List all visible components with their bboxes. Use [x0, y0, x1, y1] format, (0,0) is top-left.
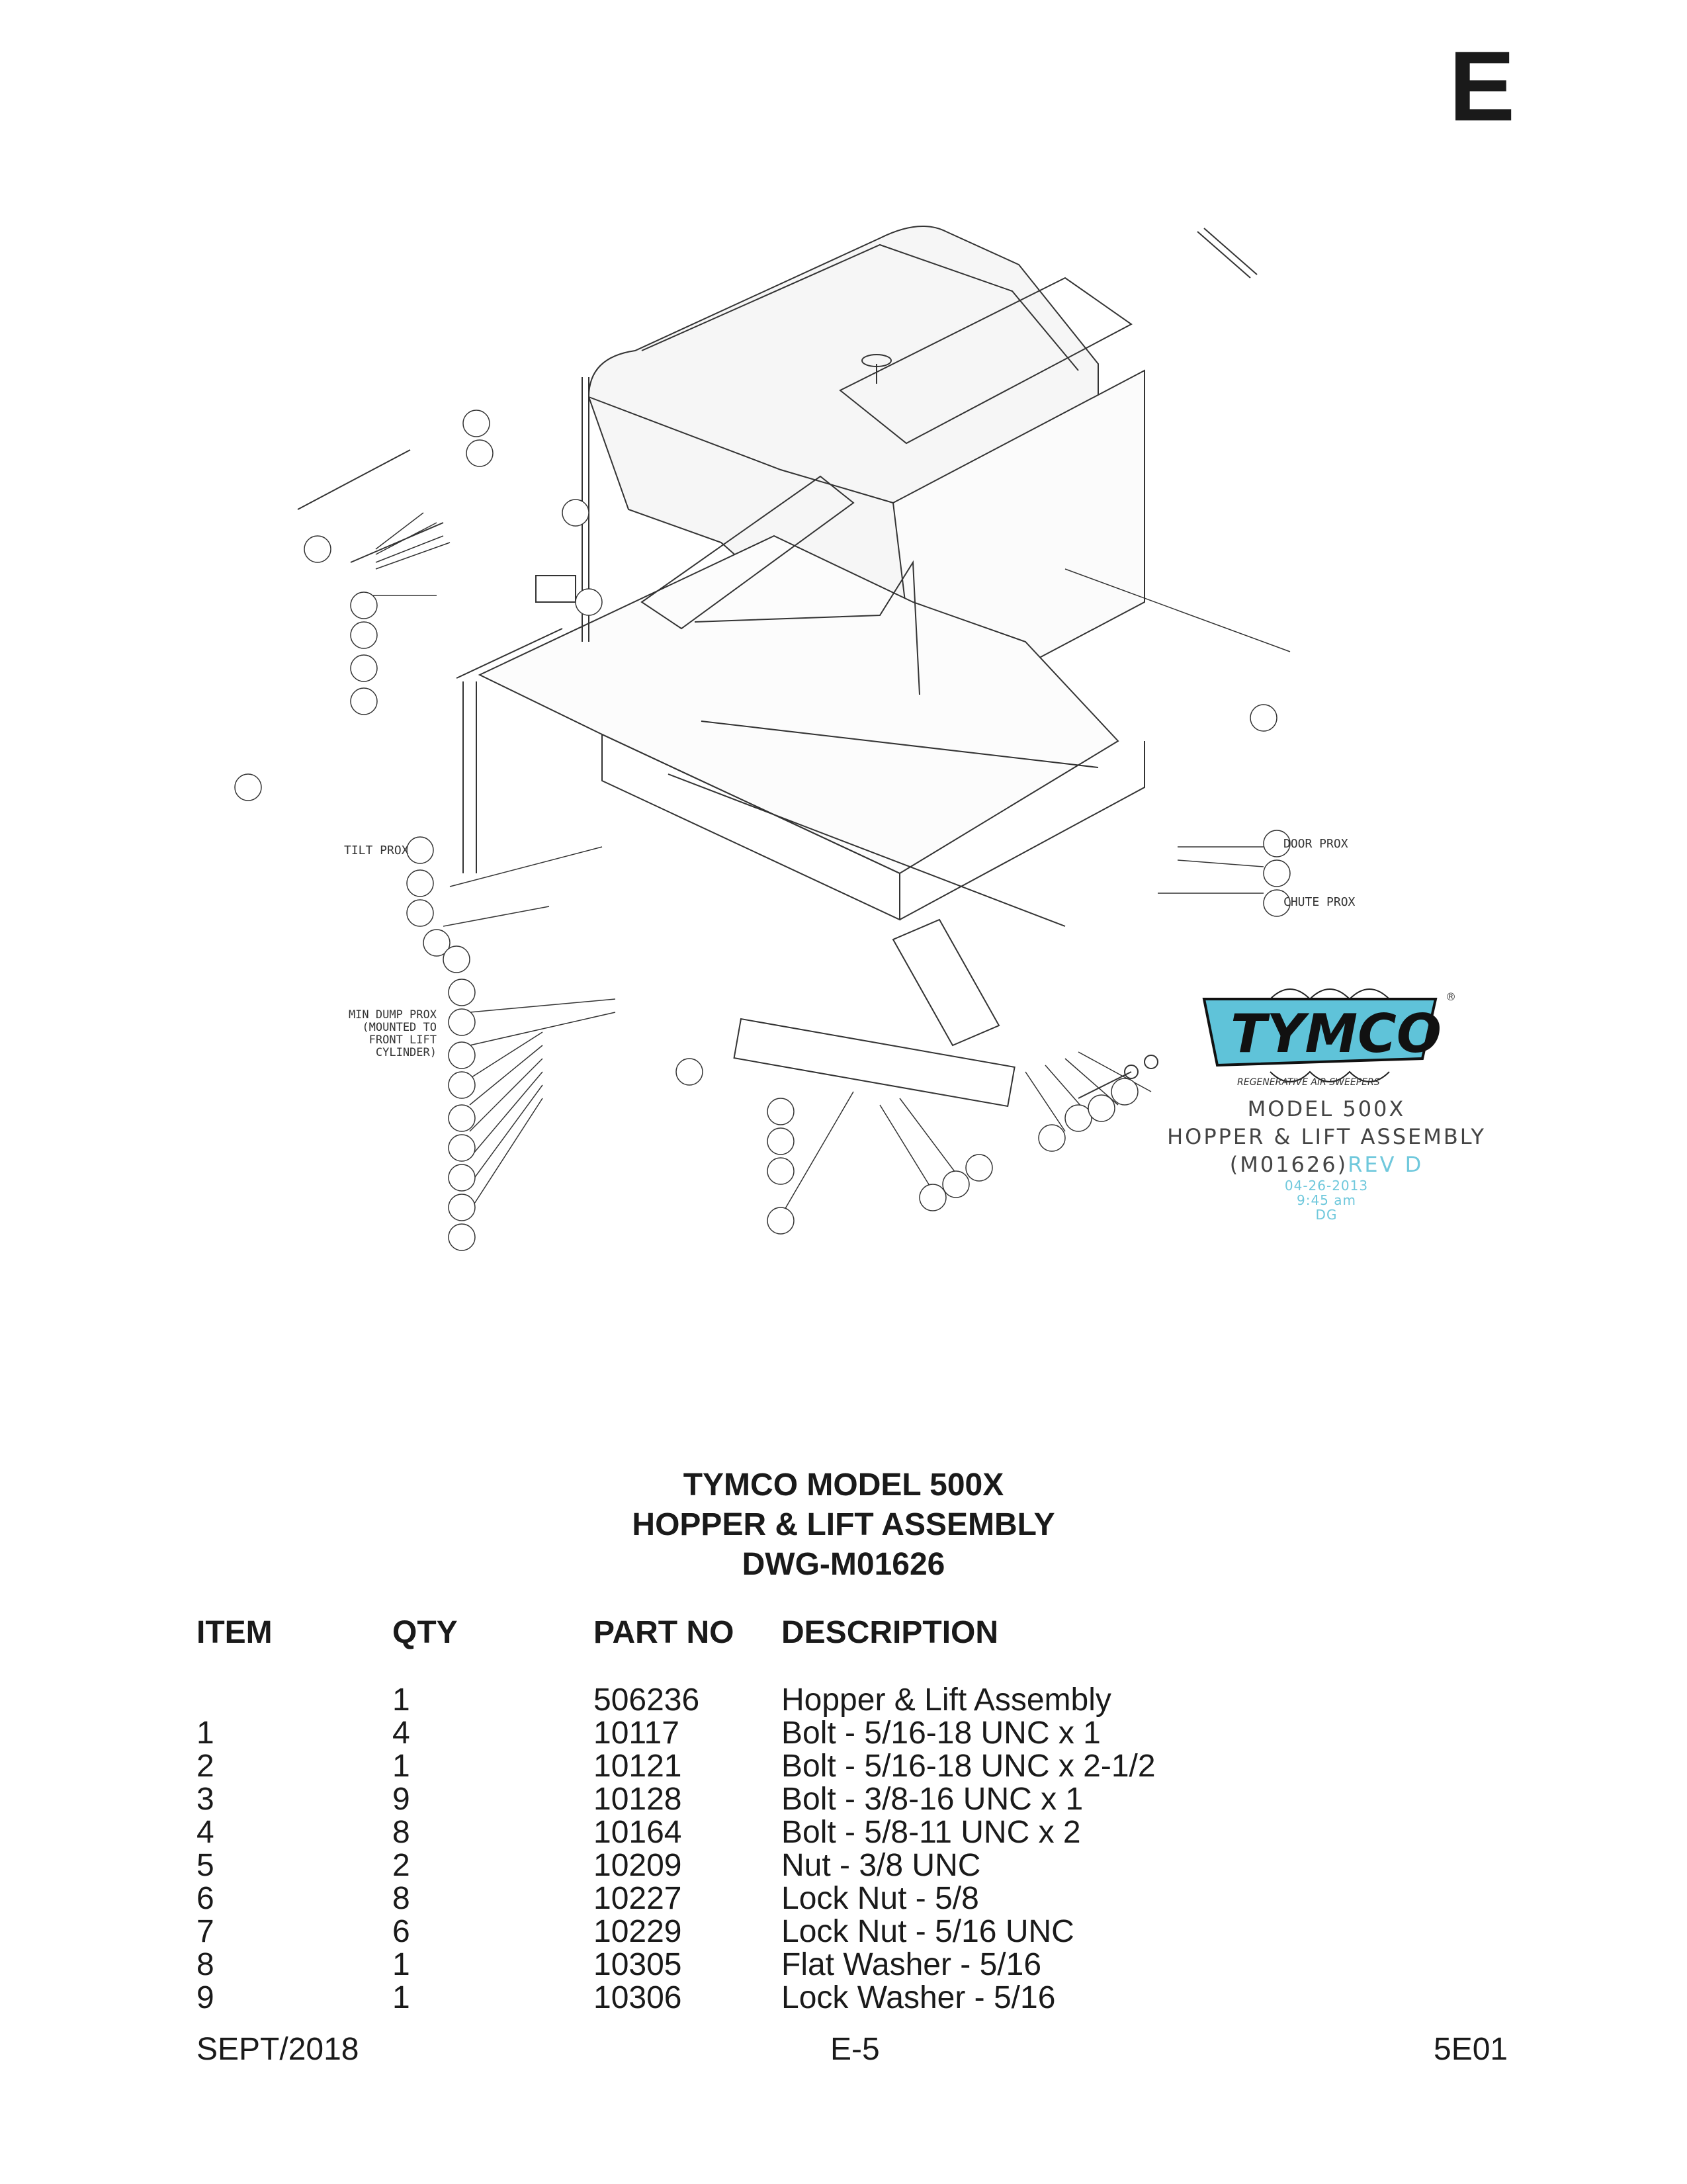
cell-part-no: 506236 [593, 1682, 700, 1718]
cell-qty: 2 [392, 1848, 410, 1883]
cell-item: 9 [196, 1980, 214, 2015]
footer-date: SEPT/2018 [196, 2032, 359, 2067]
drawing-rev: REV D [1348, 1152, 1424, 1177]
tilt-prox-label: TILT PROX [344, 844, 409, 857]
drawing-time: 9:45 am [1296, 1192, 1356, 1208]
section-letter: E [1449, 30, 1516, 142]
cell-item: 8 [196, 1947, 214, 1982]
exploded-assembly-drawing [234, 226, 1291, 1251]
tymco-logo: TYMCO ® REGENERATIVE AIR SWEEPERS [1191, 979, 1456, 1098]
cell-description: Lock Washer - 5/16 [781, 1980, 1056, 2015]
drawing-initials: DG [1315, 1207, 1338, 1223]
cell-description: Hopper & Lift Assembly [781, 1682, 1111, 1718]
cell-qty: 1 [392, 1947, 410, 1982]
cell-qty: 1 [392, 1980, 410, 2015]
cell-qty: 1 [392, 1749, 410, 1784]
cell-description: Flat Washer - 5/16 [781, 1947, 1042, 1982]
cell-description: Bolt - 5/8-11 UNC x 2 [781, 1815, 1081, 1850]
footer-code: 5E01 [1434, 2032, 1508, 2067]
cell-item: 7 [196, 1914, 214, 1949]
header-description: DESCRIPTION [781, 1615, 999, 1650]
title-line-1: TYMCO MODEL 500X [683, 1467, 1004, 1503]
cell-qty: 8 [392, 1815, 410, 1850]
table-row: 7 6 10229 Lock Nut - 5/16 UNC [0, 1913, 1687, 1949]
cell-item: 6 [196, 1881, 214, 1916]
cell-item: 1 [196, 1716, 214, 1751]
header-part-no: PART NO [593, 1615, 734, 1650]
registered-mark: ® [1446, 990, 1455, 1003]
table-row: 2 1 10121 Bolt - 5/16-18 UNC x 2-1/2 [0, 1748, 1687, 1784]
cell-part-no: 10117 [593, 1716, 679, 1751]
cell-qty: 1 [392, 1682, 410, 1718]
title-line-3: DWG-M01626 [742, 1547, 945, 1582]
chute-prox-label: CHUTE PROX [1283, 895, 1356, 909]
cell-description: Bolt - 3/8-16 UNC x 1 [781, 1782, 1084, 1817]
cell-item: 2 [196, 1749, 214, 1784]
cell-item: 4 [196, 1815, 214, 1850]
header-item: ITEM [196, 1615, 273, 1650]
cell-part-no: 10209 [593, 1848, 682, 1883]
table-row: 6 8 10227 Lock Nut - 5/8 [0, 1880, 1687, 1916]
cell-qty: 6 [392, 1914, 410, 1949]
drawing-date: 04-26-2013 [1284, 1178, 1369, 1194]
cell-qty: 8 [392, 1881, 410, 1916]
drawing-assembly: HOPPER & LIFT ASSEMBLY [1167, 1124, 1486, 1149]
cell-part-no: 10229 [593, 1914, 682, 1949]
page-title: TYMCO MODEL 500X HOPPER & LIFT ASSEMBLY … [0, 1465, 1687, 1585]
table-row: 5 2 10209 Nut - 3/8 UNC [0, 1847, 1687, 1883]
logo-tagline: REGENERATIVE AIR SWEEPERS [1237, 1077, 1380, 1088]
cell-qty: 4 [392, 1716, 410, 1751]
table-row: 3 9 10128 Bolt - 3/8-16 UNC x 1 [0, 1781, 1687, 1817]
drawing-dwg: (M01626) [1229, 1152, 1348, 1177]
cell-description: Bolt - 5/16-18 UNC x 1 [781, 1716, 1101, 1751]
cell-part-no: 10121 [593, 1749, 682, 1784]
drawing-model: MODEL 500X [1247, 1096, 1406, 1121]
cell-description: Lock Nut - 5/8 [781, 1881, 979, 1916]
cell-part-no: 10306 [593, 1980, 682, 2015]
table-row: 1 4 10117 Bolt - 5/16-18 UNC x 1 [0, 1715, 1687, 1751]
cell-description: Nut - 3/8 UNC [781, 1848, 981, 1883]
table-row: 8 1 10305 Flat Washer - 5/16 [0, 1946, 1687, 1982]
cell-part-no: 10128 [593, 1782, 682, 1817]
min-dump-prox-label: MIN DUMP PROX (MOUNTED TO FRONT LIFT CYL… [348, 1008, 437, 1059]
cell-part-no: 10164 [593, 1815, 682, 1850]
table-row: 4 8 10164 Bolt - 5/8-11 UNC x 2 [0, 1814, 1687, 1850]
door-prox-label: DOOR PROX [1283, 837, 1348, 851]
title-line-2: HOPPER & LIFT ASSEMBLY [632, 1507, 1055, 1542]
cell-item: 3 [196, 1782, 214, 1817]
drawing-title-block: MODEL 500X HOPPER & LIFT ASSEMBLY (M0162… [1148, 1095, 1505, 1222]
header-qty: QTY [392, 1615, 458, 1650]
footer-page-number: E-5 [830, 2032, 880, 2067]
cell-part-no: 10227 [593, 1881, 682, 1916]
table-row: 9 1 10306 Lock Washer - 5/16 [0, 1980, 1687, 2015]
cell-part-no: 10305 [593, 1947, 682, 1982]
cell-qty: 9 [392, 1782, 410, 1817]
cell-description: Bolt - 5/16-18 UNC x 2-1/2 [781, 1749, 1156, 1784]
cell-item: 5 [196, 1848, 214, 1883]
logo-wordmark: TYMCO [1231, 1003, 1442, 1065]
table-row: 1 506236 Hopper & Lift Assembly [0, 1682, 1687, 1718]
cell-description: Lock Nut - 5/16 UNC [781, 1914, 1074, 1949]
